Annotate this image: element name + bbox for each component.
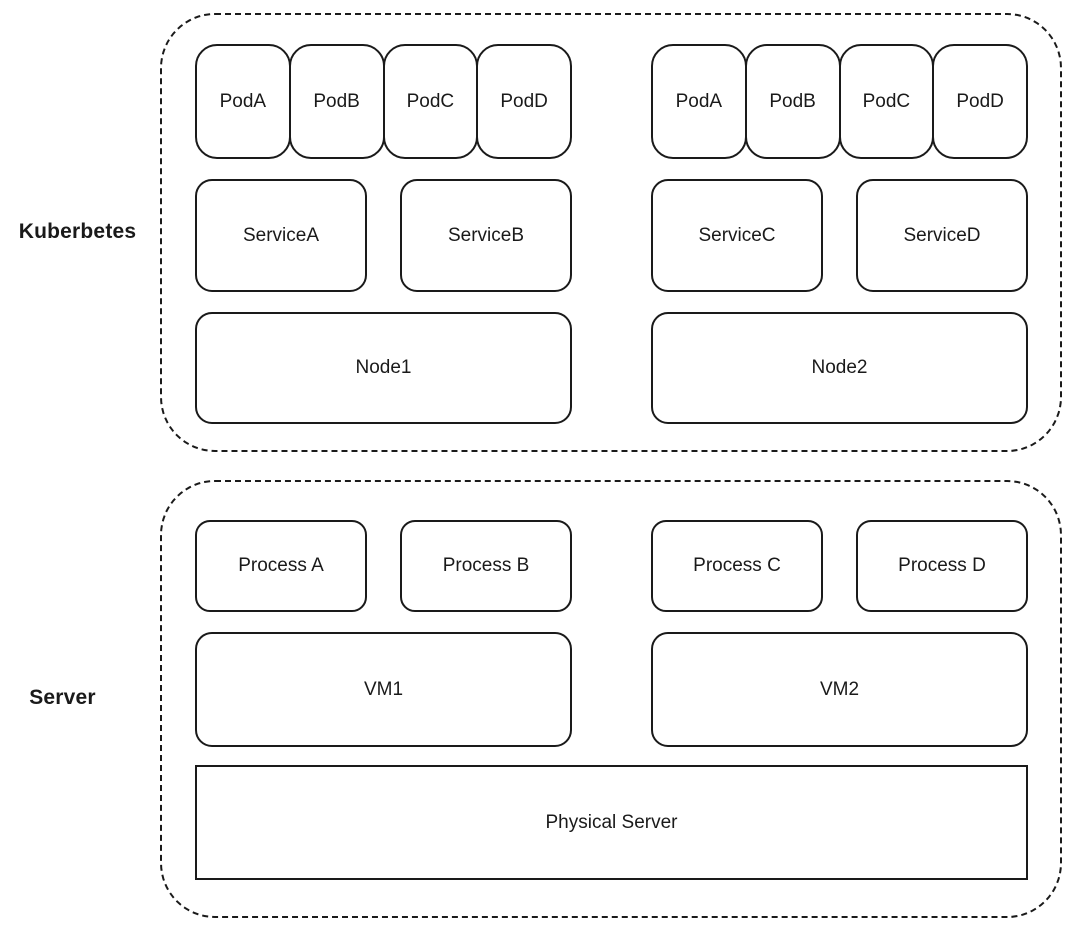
node-box: Node1	[195, 312, 572, 424]
node2-services-row: ServiceC ServiceD	[651, 179, 1028, 292]
server-boundary: Process A Process B VM1 Process C Proces…	[160, 480, 1062, 918]
kubernetes-cluster-boundary: PodA PodB PodC PodD ServiceA ServiceB No…	[160, 13, 1062, 452]
pod-box: PodD	[476, 44, 572, 159]
kubernetes-groups-row: PodA PodB PodC PodD ServiceA ServiceB No…	[195, 44, 1028, 424]
service-box: ServiceC	[651, 179, 823, 292]
server-section-label: Server	[29, 686, 96, 709]
node1-stack: PodA PodB PodC PodD ServiceA ServiceB No…	[195, 44, 572, 424]
kubernetes-section-label: Kuberbetes	[18, 220, 137, 243]
pod-box: PodA	[651, 44, 747, 159]
service-box: ServiceB	[400, 179, 572, 292]
process-box: Process A	[195, 520, 367, 612]
process-box: Process D	[856, 520, 1028, 612]
node2-pods-row: PodA PodB PodC PodD	[651, 44, 1028, 159]
service-box: ServiceA	[195, 179, 367, 292]
node-box: Node2	[651, 312, 1028, 424]
node1-pods-row: PodA PodB PodC PodD	[195, 44, 572, 159]
pod-box: PodB	[288, 44, 385, 159]
node2-stack: PodA PodB PodC PodD ServiceC ServiceD No…	[651, 44, 1028, 424]
vm-box: VM2	[651, 632, 1028, 747]
vm2-processes-row: Process C Process D	[651, 520, 1028, 612]
pod-box: PodA	[195, 44, 291, 159]
pod-box: PodD	[932, 44, 1028, 159]
vm-box: VM1	[195, 632, 572, 747]
vm1-processes-row: Process A Process B	[195, 520, 572, 612]
vm1-stack: Process A Process B VM1	[195, 520, 572, 747]
node1-services-row: ServiceA ServiceB	[195, 179, 572, 292]
process-box: Process B	[400, 520, 572, 612]
server-groups-row: Process A Process B VM1 Process C Proces…	[195, 520, 1028, 747]
pod-box: PodC	[838, 44, 935, 159]
vm2-stack: Process C Process D VM2	[651, 520, 1028, 747]
pod-box: PodC	[382, 44, 479, 159]
pod-box: PodB	[744, 44, 841, 159]
service-box: ServiceD	[856, 179, 1028, 292]
physical-server-box: Physical Server	[195, 765, 1028, 880]
process-box: Process C	[651, 520, 823, 612]
